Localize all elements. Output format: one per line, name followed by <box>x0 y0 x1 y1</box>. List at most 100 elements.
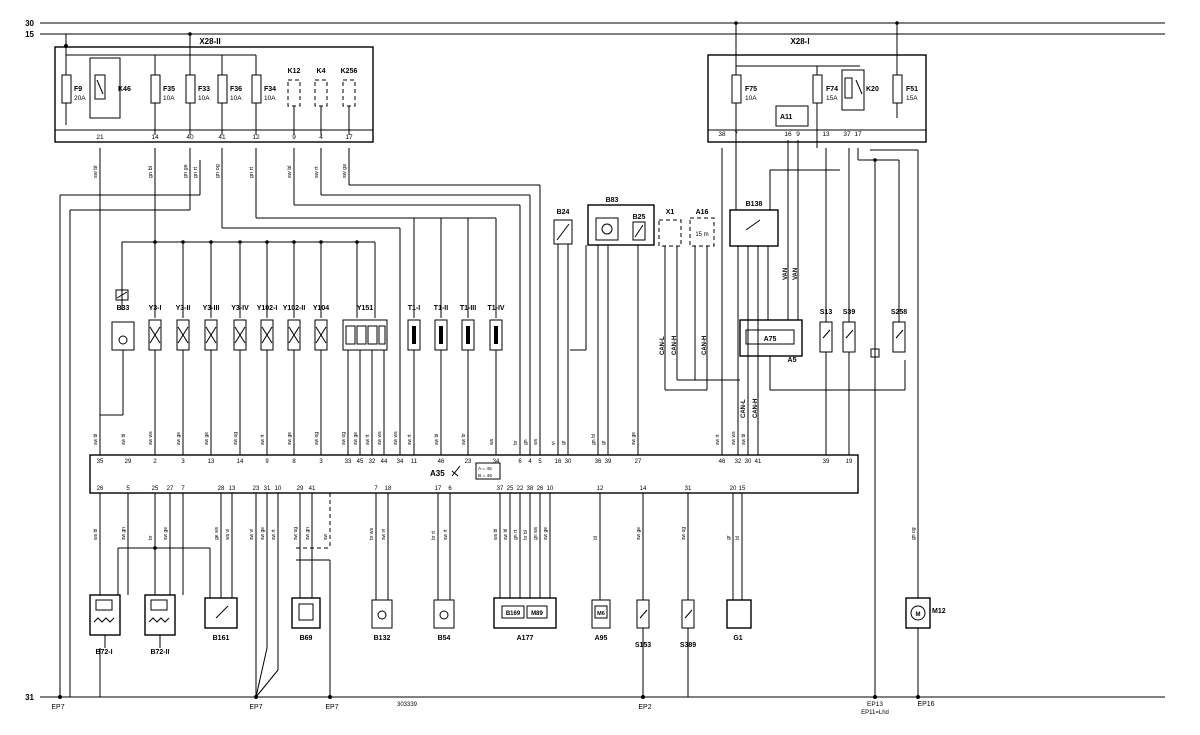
fuse-f51-label: F51 <box>906 86 918 93</box>
y151-valve-block: Y151 <box>342 305 388 351</box>
ecu-top-pin-32: 19 <box>846 459 853 465</box>
fuse-box-x28-i: X28-I F75 10A F74 15A K20 F51 15A A11 38… <box>707 37 927 148</box>
wire-color-b-4: sw ge <box>163 527 169 540</box>
fuse-f36-label: F36 <box>230 86 242 93</box>
wire-color-l-2: sw bl <box>121 434 127 445</box>
ecu-top-pin-10: 33 <box>345 459 352 465</box>
ecu-bottom-pin-11: 29 <box>297 486 304 492</box>
ecu-bottom-pin-20: 38 <box>527 486 534 492</box>
wire-color-b-24: sw og <box>681 527 687 540</box>
fuse-f33-label: F33 <box>198 86 210 93</box>
wire-color-b-25: gr <box>726 535 732 540</box>
wire-color-b-18: gn rt <box>513 529 519 540</box>
rail-15-label: 15 <box>25 30 34 39</box>
wire-color-b-12: br ws <box>369 528 375 540</box>
upper-right-components: B24 B83 B25 X1 A16 15 m CAN-L CAN-H CAN-… <box>553 140 919 697</box>
ecu-top-pin-3: 2 <box>153 459 157 465</box>
ecu-top-pin-14: 34 <box>397 459 404 465</box>
ecu-top-pin-24: 36 <box>595 459 602 465</box>
wire-color-l-29: sw bl <box>741 434 747 445</box>
right-box-pin-4: 9 <box>796 131 800 138</box>
fuse-f75-rating: 10A <box>745 95 757 102</box>
wire-color-u4: gn rt <box>193 167 199 178</box>
wire-color-b-3: br <box>148 535 154 540</box>
relay-k12-label: K12 <box>288 68 301 75</box>
a95-inner: M6 <box>597 611 605 617</box>
ecu-top-pin-29: 30 <box>745 459 752 465</box>
ecu-top-pin-28: 32 <box>735 459 742 465</box>
y104-label: Y104 <box>313 305 329 312</box>
y151-label: Y151 <box>357 305 373 312</box>
wire-color-u2: gn bl <box>148 166 154 178</box>
wire-color-b-17: sw bl <box>503 529 509 540</box>
ecu-top-pin-7: 9 <box>265 459 269 465</box>
y104-valve: Y104 <box>313 305 329 351</box>
ecu-top-pin-16: 46 <box>438 459 445 465</box>
fuse-f33-rating: 10A <box>198 95 210 102</box>
ecu-bottom-pin-21: 26 <box>537 486 544 492</box>
ecu-legend-b: B = 46 <box>478 473 492 479</box>
y102-ii-label: Y102-II <box>283 305 306 312</box>
relay-k256-label: K256 <box>341 68 358 75</box>
ecu-top-pin-17: 23 <box>465 459 472 465</box>
a177-inner-1: B169 <box>506 611 521 617</box>
ecu-bottom-pin-27: 15 <box>739 486 746 492</box>
y3-iii-valve: Y3-III <box>203 305 219 351</box>
fuse-f9-rating: 20A <box>74 95 86 102</box>
wire-color-l-1: sw bl <box>93 434 99 445</box>
fuse-box-right-title: X28-I <box>790 37 809 46</box>
wire-color-l-22: vi <box>551 441 557 445</box>
ecu-top-pin-25: 39 <box>605 459 612 465</box>
drawing-number: 303339 <box>397 702 418 708</box>
ecu-top-pin-12: 32 <box>369 459 376 465</box>
wire-color-l-16: sw bl <box>434 434 440 445</box>
wire-color-b-16: ws bl <box>493 529 499 540</box>
left-box-pin-1: 21 <box>96 134 104 141</box>
ecu-bottom-pin-8: 23 <box>253 486 260 492</box>
ground-ep2: EP2 <box>638 704 651 711</box>
ecu-top-pin-31: 39 <box>823 459 830 465</box>
wire-color-u3: gn ge <box>183 164 189 178</box>
wire-color-b-15: sw rt <box>443 529 449 540</box>
t1-ii-label: T1-II <box>434 305 448 312</box>
ecu-top-pin-13: 44 <box>381 459 388 465</box>
ground-ep7-3: EP7 <box>325 704 338 711</box>
ecu-bottom-pin-14: 18 <box>385 486 392 492</box>
y3-iv-valve: Y3-IV <box>231 305 249 351</box>
can-label-5: CAN-H <box>753 399 759 418</box>
ecu-bottom-pin-23: 12 <box>597 486 604 492</box>
wire-color-b-26: bl <box>735 536 741 540</box>
fuse-f9-label: F9 <box>74 86 82 93</box>
ecu-bottom-pin-7: 13 <box>229 486 236 492</box>
b138-label: B138 <box>746 201 763 208</box>
ecu-top-pin-6: 14 <box>237 459 244 465</box>
a16-label: A16 <box>696 209 709 216</box>
x1-label: X1 <box>666 209 675 216</box>
fuse-f74-rating: 15A <box>826 95 838 102</box>
t1-ii-coil: T1-II <box>434 305 448 351</box>
fuse-f35-label: F35 <box>163 86 175 93</box>
wire-color-l-20: gn <box>523 439 529 445</box>
wire-color-l-8: sw ge <box>287 432 293 445</box>
fuse-f75-label: F75 <box>745 86 757 93</box>
y3-ii-valve: Y3-II <box>176 305 190 351</box>
wire-color-l-28: sw ws <box>731 431 737 445</box>
a16-note: 15 m <box>695 232 708 238</box>
y102-i-label: Y102-I <box>257 305 278 312</box>
ecu-bottom-pin-15: 17 <box>435 486 442 492</box>
ecu-top-pin-18: 34 <box>493 459 500 465</box>
wire-color-l-14: sw ws <box>393 431 399 445</box>
right-box-pin-6: 37 <box>843 131 851 138</box>
y3-i-label: Y3-I <box>149 305 162 312</box>
wire-color-u6: gn rt <box>249 167 255 178</box>
wire-color-b-6: ws vi <box>225 529 231 540</box>
wire-color-b-10: sw og <box>293 527 299 540</box>
right-box-pin-3: 16 <box>784 131 792 138</box>
ground-ep7-2: EP7 <box>249 704 262 711</box>
wire-color-l-27: sw rt <box>715 434 721 445</box>
ecu-top-pin-23: 30 <box>565 459 572 465</box>
wire-color-l-26: sw ge <box>631 432 637 445</box>
wire-color-u8: sw rt <box>314 166 320 178</box>
t1-iii-coil: T1-III <box>460 305 476 351</box>
